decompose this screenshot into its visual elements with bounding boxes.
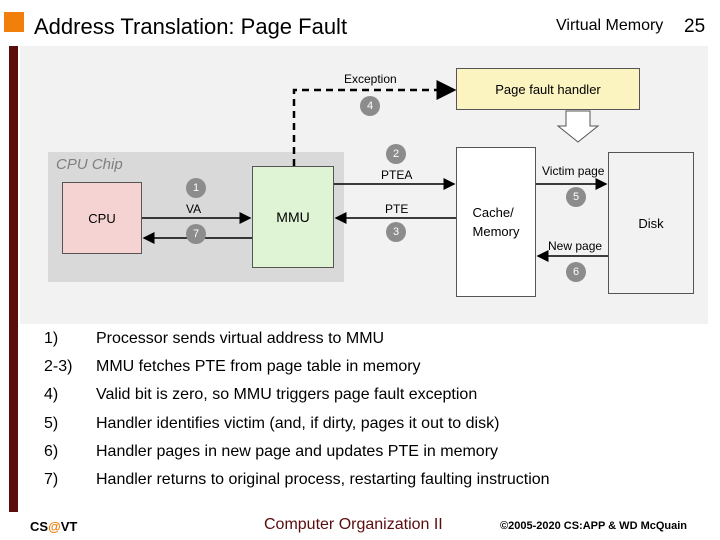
footer-course-suffix: VT xyxy=(60,519,78,534)
mmu-box: MMU xyxy=(252,166,334,268)
step-number: 2-3) xyxy=(44,358,73,375)
step-badge-3: 3 xyxy=(386,222,406,242)
step-number: 6) xyxy=(44,443,59,460)
handler-label: Page fault handler xyxy=(495,81,601,97)
cpu-box: CPU xyxy=(62,182,142,254)
new-page-label: New page xyxy=(548,239,603,253)
step-badge-6: 6 xyxy=(566,262,586,282)
pte-label: PTE xyxy=(385,202,409,216)
step-number: 5) xyxy=(44,415,59,432)
cpu-label: CPU xyxy=(88,210,116,226)
cache-memory-box: Cache/ Memory xyxy=(456,147,536,297)
step-badge-7: 7 xyxy=(186,224,206,244)
step-badge-5: 5 xyxy=(566,187,586,207)
step-badge-1: 1 xyxy=(186,178,206,198)
title-accent-square xyxy=(4,12,24,32)
footer-course-prefix: CS xyxy=(30,519,49,534)
step-badge-2: 2 xyxy=(386,144,406,164)
footer-copyright: ©2005-2020 CS:APP & WD McQuain xyxy=(500,520,688,532)
cache-memory-label: Cache/ Memory xyxy=(473,203,520,241)
footer-course-at: @ xyxy=(48,519,61,534)
cpu-chip-label: CPU Chip xyxy=(56,156,123,173)
mmu-label: MMU xyxy=(276,209,310,225)
step-text: Valid bit is zero, so MMU triggers page … xyxy=(96,386,478,403)
arrow-exception xyxy=(292,80,457,166)
page-number: 25 xyxy=(684,16,706,37)
page-fault-handler-box: Page fault handler xyxy=(456,68,640,110)
cache-label-line2: Memory xyxy=(472,224,520,239)
step-text: Processor sends virtual address to MMU xyxy=(96,330,385,347)
slide-title: Address Translation: Page Fault xyxy=(34,14,348,39)
footer-course-name: Computer Organization II xyxy=(264,516,443,533)
step-text: MMU fetches PTE from page table in memor… xyxy=(96,358,421,375)
exception-label: Exception xyxy=(344,72,397,86)
step-number: 4) xyxy=(44,386,59,403)
left-accent-bar xyxy=(9,46,18,512)
handler-down-arrow xyxy=(556,110,600,143)
section-label: Virtual Memory xyxy=(556,17,664,34)
step-text: Handler returns to original process, res… xyxy=(96,471,550,488)
footer-course-code: CS@VT xyxy=(30,519,77,534)
victim-page-label: Victim page xyxy=(542,164,605,178)
disk-label: Disk xyxy=(638,215,664,231)
va-label: VA xyxy=(186,202,202,216)
cache-label-line1: Cache/ xyxy=(472,205,514,220)
step-badge-4: 4 xyxy=(360,96,380,116)
ptea-label: PTEA xyxy=(381,168,413,182)
step-text: Handler identifies victim (and, if dirty… xyxy=(96,415,500,432)
step-number: 7) xyxy=(44,471,59,488)
step-number: 1) xyxy=(44,330,59,347)
disk-box: Disk xyxy=(608,152,694,294)
step-text: Handler pages in new page and updates PT… xyxy=(96,443,499,460)
